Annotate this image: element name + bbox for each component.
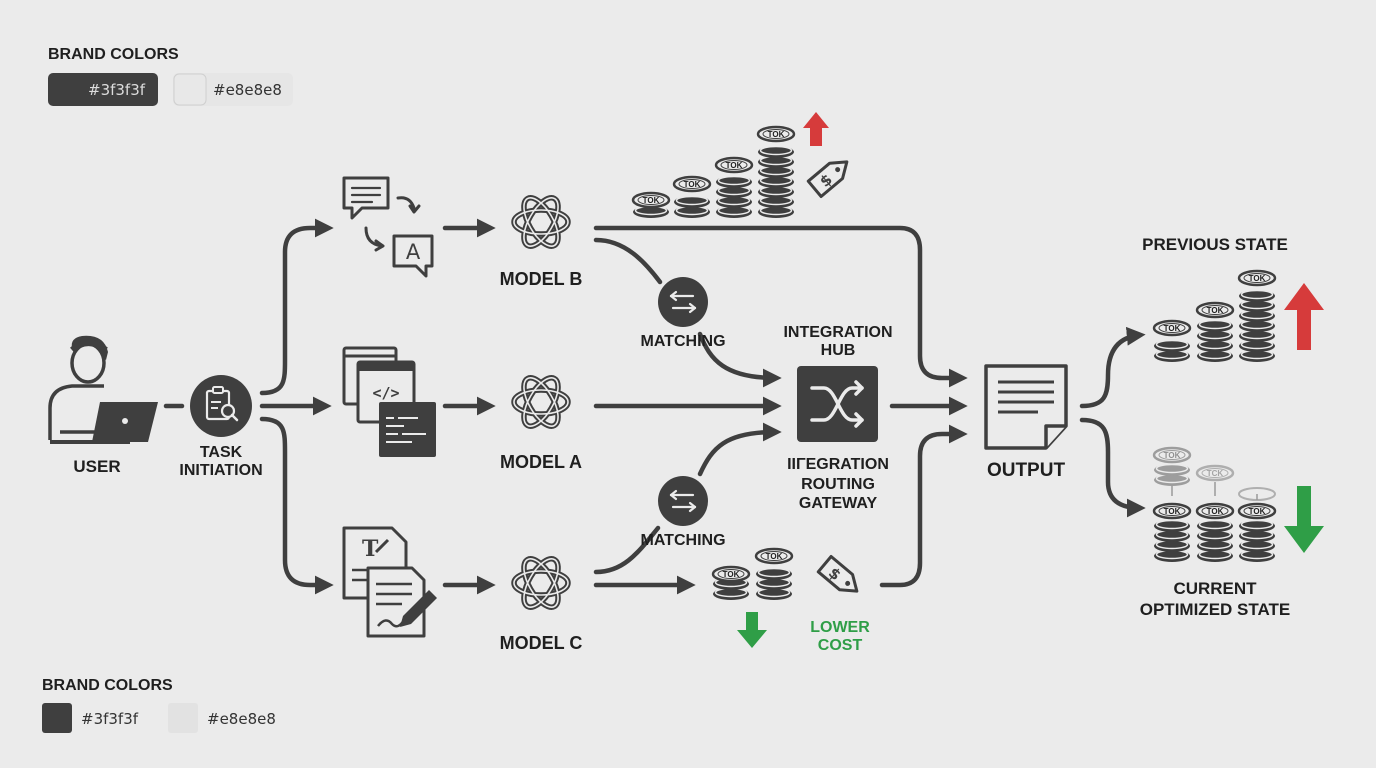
brand-colors-title: BRAND COLORS	[48, 46, 179, 63]
code-windows-icon: </>	[342, 346, 436, 457]
light-swatch	[173, 73, 207, 106]
token-stack-lower-2: TOK	[754, 547, 794, 601]
token-stack-top-2: TOK	[672, 175, 712, 219]
token-stack-top-3-label: TOK	[726, 161, 743, 170]
model-c-label: MODEL C	[500, 633, 583, 653]
model-b-label: MODEL B	[500, 269, 583, 289]
light-swatch-hex: #e8e8e8	[213, 81, 282, 99]
model-b-logo-icon	[514, 193, 568, 252]
previous-stack-1: TOK	[1152, 319, 1192, 363]
connector-lower-cost-output	[879, 424, 968, 588]
svg-text:T: T	[362, 536, 379, 562]
brand-colors-bottom: BRAND COLORS #3f3f3f #e8e8e8	[42, 677, 276, 733]
connector-task-branch-c	[259, 416, 334, 595]
connector-model-c-matching	[593, 525, 661, 575]
clipboard-search-icon	[190, 375, 252, 437]
faded-stack-1-label: TOK	[1164, 451, 1181, 460]
previous-stack-1-label: TOK	[1164, 324, 1181, 333]
faded-links	[1171, 482, 1258, 500]
faded-stack-1: TOK	[1152, 446, 1192, 487]
user-label: USER	[73, 457, 120, 476]
current-down-arrow-icon	[1284, 486, 1324, 553]
model-a-label: MODEL A	[500, 452, 582, 472]
current-state-label-line2: OPTIMIZED STATE	[1140, 600, 1290, 619]
lower-cost-label-line1: LOWER	[810, 619, 870, 636]
document-edit-icon: T	[342, 526, 437, 638]
hub-label-line2: HUB	[821, 342, 856, 359]
token-stack-top-3: TOK	[714, 156, 754, 219]
connector-matching-hub	[697, 331, 782, 388]
gateway-label-line1: IIΓEGRATION	[787, 456, 889, 473]
matching-bottom-icon	[656, 474, 710, 528]
token-stack-top-1-label: TOK	[643, 196, 660, 205]
matching-top-label: MATCHING	[640, 333, 725, 350]
user-laptop-icon	[48, 335, 158, 444]
model-a-logo-icon	[514, 373, 568, 432]
previous-stack-2: TOK	[1195, 301, 1235, 363]
lower-cost-label-line2: COST	[818, 637, 863, 654]
previous-state-label: PREVIOUS STATE	[1142, 235, 1288, 254]
faded-stack-2-label: TCK	[1207, 469, 1224, 478]
current-stack-2-label: TOK	[1207, 507, 1224, 516]
current-stack-1: TOK	[1152, 502, 1192, 563]
previous-stack-3-label: TOK	[1249, 274, 1266, 283]
token-stack-top-1: TOK	[631, 191, 671, 219]
connector-output-previous	[1079, 326, 1146, 409]
current-stack-2: TOK	[1195, 502, 1235, 563]
dark-swatch	[42, 703, 72, 733]
shuffle-icon	[797, 366, 878, 442]
token-stack-top-4-label: TOK	[768, 130, 785, 139]
svg-text:</>: </>	[372, 384, 399, 402]
output-label: OUTPUT	[987, 460, 1066, 481]
dark-swatch-hex: #3f3f3f	[81, 710, 139, 728]
price-tag-top-icon	[806, 152, 855, 199]
gateway-label-line3: GATEWAY	[799, 495, 878, 512]
matching-top-icon	[656, 275, 710, 329]
translate-letter-icon: A	[406, 240, 421, 264]
light-swatch	[168, 703, 198, 733]
connectors	[163, 218, 1146, 595]
brand-colors-title: BRAND COLORS	[42, 677, 173, 694]
task-label-line1: TASK	[200, 444, 243, 461]
connector-model-b-output	[593, 225, 968, 388]
model-c-logo-icon	[514, 554, 568, 613]
price-tag-lower-icon	[816, 554, 865, 601]
task-label-line2: INITIATION	[179, 462, 262, 479]
token-stack-lower-2-label: TOK	[766, 552, 783, 561]
token-stack-lower-1: TOK	[711, 565, 751, 601]
faded-stack-2: TCK	[1195, 464, 1235, 482]
token-stack-lower-1-label: TOK	[723, 570, 740, 579]
matching-bottom-label: MATCHING	[640, 532, 725, 549]
brand-colors-top: BRAND COLORS #3f3f3f #e8e8e8	[48, 46, 293, 106]
previous-up-arrow-icon	[1284, 283, 1324, 350]
chat-translate-icon	[342, 176, 434, 278]
gateway-label-line2: ROUTING	[801, 476, 875, 493]
connector-matching-bottom-hub	[697, 422, 782, 477]
dark-swatch	[48, 73, 158, 106]
current-stack-3-label: TOK	[1249, 507, 1266, 516]
hub-label-line1: INTEGRATION	[783, 324, 892, 341]
current-stack-3: TOK	[1237, 502, 1277, 563]
dark-swatch-hex: #3f3f3f	[88, 81, 146, 99]
current-state-label-line1: CURRENT	[1173, 579, 1257, 598]
connector-output-current	[1079, 417, 1146, 518]
current-stack-1-label: TOK	[1164, 507, 1181, 516]
previous-stack-2-label: TOK	[1207, 306, 1224, 315]
token-stack-top-4: TOK	[756, 125, 796, 219]
output-document-icon	[984, 364, 1068, 450]
token-stack-top-2-label: TOK	[684, 180, 701, 189]
connector-task-branch-b	[259, 218, 334, 396]
previous-stack-3: TOK	[1237, 269, 1277, 363]
connector-model-b-matching	[593, 237, 663, 285]
cost-down-arrow-icon	[737, 612, 767, 648]
cost-up-arrow-icon	[803, 112, 829, 146]
light-swatch-hex: #e8e8e8	[207, 710, 276, 728]
